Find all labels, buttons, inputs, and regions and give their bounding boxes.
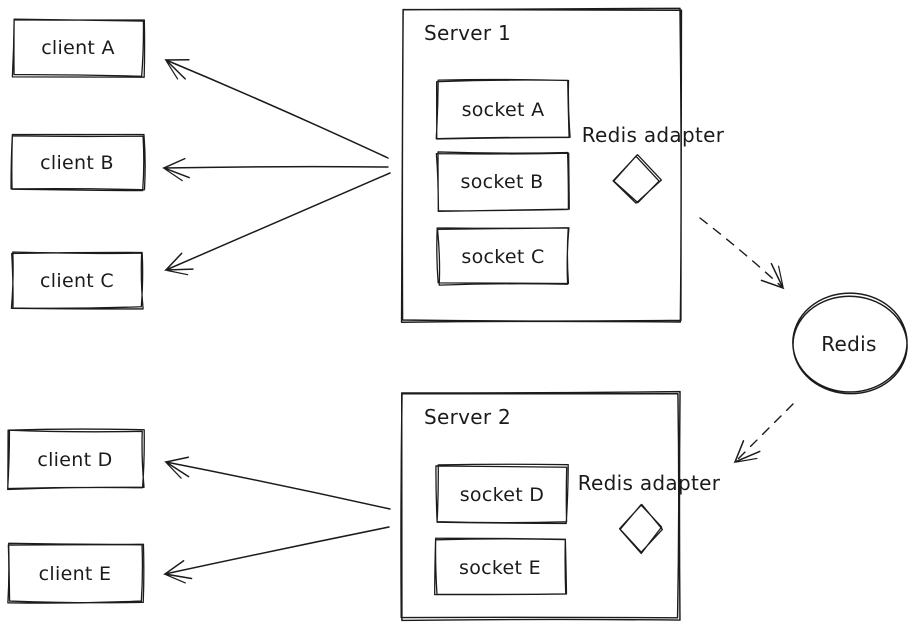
arrow-server2-to-client-e — [163, 526, 390, 584]
client-a-node: client A — [11, 18, 146, 78]
socket-a-box — [435, 78, 571, 140]
server-2-node: Server 2 socket D socket E Redis adapter — [400, 390, 721, 622]
server-1-node: Server 1 socket A socket B socket C Redi… — [400, 7, 725, 323]
client-b-label: client B — [40, 152, 114, 174]
server-1-box — [400, 7, 683, 323]
dashed-arrow-adapter1-to-redis — [699, 217, 785, 290]
socket-d-box — [435, 463, 569, 525]
client-b-node: client B — [10, 133, 146, 192]
server-1-redis-adapter-label: Redis adapter — [582, 123, 725, 147]
socket-c-box — [436, 227, 570, 286]
client-a-box — [11, 18, 146, 78]
server-1-redis-adapter-diamond-icon — [612, 154, 663, 204]
arrow-server1-to-client-b — [162, 157, 389, 182]
socket-e-box — [434, 537, 568, 596]
client-e-label: client E — [39, 563, 112, 585]
server-2-redis-adapter-label: Redis adapter — [578, 471, 721, 495]
arrow-server1-to-client-c — [164, 172, 391, 276]
server-2-box — [400, 390, 681, 622]
client-c-node: client C — [10, 251, 144, 310]
client-d-label: client D — [37, 449, 112, 471]
server-2-title: Server 2 — [424, 405, 511, 429]
client-e-node: client E — [7, 542, 145, 604]
server-1-title: Server 1 — [424, 21, 511, 45]
socket-c-label: socket C — [461, 246, 544, 268]
socket-b-box — [435, 151, 570, 213]
socket-d-label: socket D — [460, 484, 545, 506]
socket-b-label: socket B — [461, 171, 544, 193]
client-c-label: client C — [40, 270, 114, 292]
client-a-label: client A — [41, 37, 115, 59]
socket-a-label: socket A — [462, 99, 545, 121]
client-e-box — [7, 542, 145, 604]
client-d-box — [7, 428, 145, 491]
client-d-node: client D — [7, 428, 145, 491]
server-2-redis-adapter-diamond-icon — [618, 503, 664, 555]
redis-label: Redis — [821, 332, 876, 356]
redis-circle — [792, 292, 908, 395]
arrow-server1-to-client-a — [164, 59, 389, 159]
redis-node: Redis — [792, 292, 908, 395]
arrow-server2-to-client-d — [164, 456, 391, 510]
client-c-box — [10, 251, 144, 310]
client-b-box — [10, 133, 146, 192]
dashed-arrow-redis-to-adapter2 — [733, 403, 794, 464]
socket-e-label: socket E — [459, 557, 541, 579]
